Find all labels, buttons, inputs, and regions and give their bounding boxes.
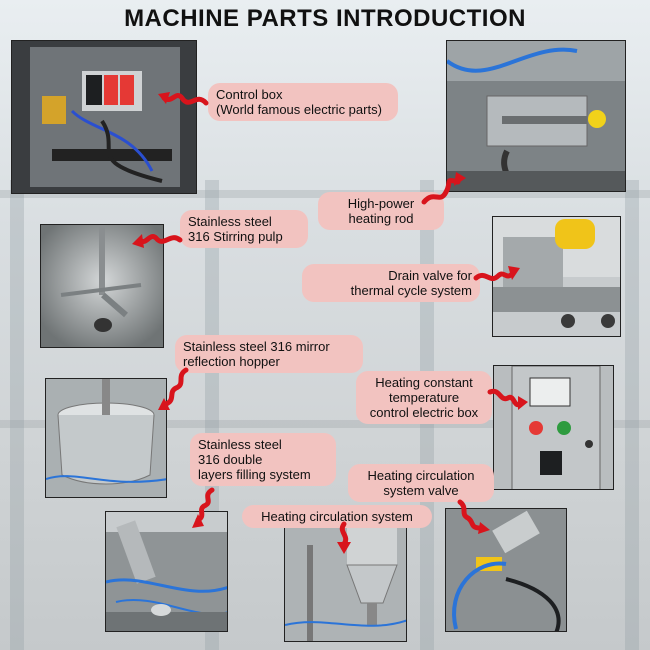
circulation-system-photo: [284, 524, 407, 642]
circulation-system-label-line1: Heating circulation system: [261, 509, 413, 524]
drain-valve-label-line2: thermal cycle system: [350, 283, 472, 298]
double-layer-filling-label: Stainless steel 316 double layers fillin…: [190, 433, 336, 486]
double-layer-filling-label-line2: 316 double: [198, 452, 263, 467]
heating-rod-label: High-power heating rod: [318, 192, 444, 230]
control-box-label-line1: Control box: [216, 87, 283, 102]
circulation-valve-label: Heating circulation system valve: [348, 464, 494, 502]
control-box-label-line2: (World famous electric parts): [216, 102, 382, 117]
drain-valve-label-line1: Drain valve for: [388, 268, 472, 283]
stirring-pulp-label: Stainless steel 316 Stirring pulp: [180, 210, 308, 248]
temp-control-box-label: Heating constant temperature control ele…: [356, 371, 492, 424]
circulation-valve-photo: [445, 508, 567, 632]
temp-control-box-label-line3: control electric box: [369, 405, 479, 420]
page-title: MACHINE PARTS INTRODUCTION: [124, 5, 526, 32]
double-layer-filling-label-line1: Stainless steel: [198, 437, 282, 452]
temp-control-box-label-line1: Heating constant: [375, 375, 473, 390]
temp-control-box-label-line2: temperature: [388, 390, 460, 405]
drain-valve-label: Drain valve for thermal cycle system: [302, 264, 480, 302]
control-box-photo: [11, 40, 197, 194]
mirror-hopper-photo: [45, 378, 167, 498]
double-layer-filling-label-line3: layers filling system: [198, 467, 311, 482]
circulation-system-label: Heating circulation system: [242, 505, 432, 528]
temp-control-box-photo: [493, 365, 614, 490]
circulation-valve-label-line1: Heating circulation: [367, 468, 475, 483]
heating-rod-label-line2: heating rod: [348, 211, 414, 226]
stirring-pulp-label-line2: 316 Stirring pulp: [188, 229, 283, 244]
heating-rod-label-line1: High-power: [347, 196, 415, 211]
stirring-pulp-label-line1: Stainless steel: [188, 214, 272, 229]
control-box-label: Control box (World famous electric parts…: [208, 83, 398, 121]
drain-valve-photo: [492, 216, 621, 337]
mirror-hopper-label-line2: reflection hopper: [183, 354, 280, 369]
circulation-valve-label-line2: system valve: [383, 483, 459, 498]
double-layer-filling-photo: [105, 511, 228, 632]
mirror-hopper-label: Stainless steel 316 mirror reflection ho…: [175, 335, 363, 373]
heating-rod-photo: [446, 40, 626, 192]
mirror-hopper-label-line1: Stainless steel 316 mirror: [183, 339, 330, 354]
